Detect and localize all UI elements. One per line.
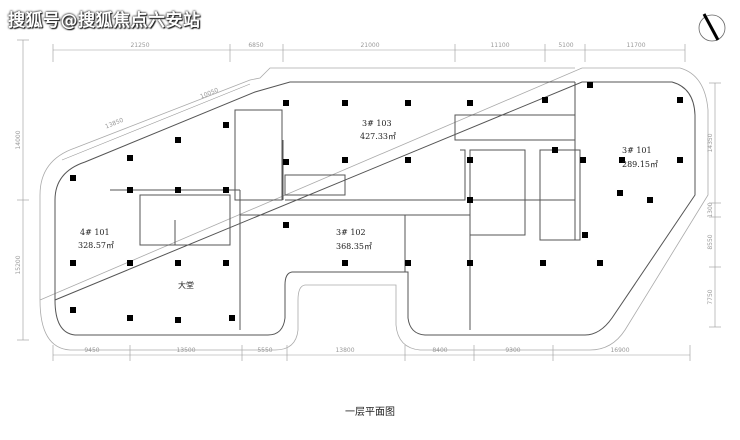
watermark: 搜狐号@搜狐焦点六安站 — [8, 11, 201, 31]
column — [70, 175, 76, 181]
column — [127, 187, 133, 193]
column — [677, 157, 683, 163]
unit-area: 427.33㎡ — [360, 132, 396, 141]
dim-left-1: 14000 — [15, 130, 22, 149]
column — [582, 232, 588, 238]
unit-name: 3# 102 — [336, 228, 366, 237]
dim-top-3: 21000 — [360, 42, 379, 49]
column — [580, 157, 586, 163]
dim-bottom-7: 16900 — [610, 347, 629, 354]
lobby-label: 大堂 — [178, 280, 194, 290]
column — [467, 100, 473, 106]
diagonal-dimensions: 13850 10050 — [61, 83, 251, 161]
unit-area: 289.15㎡ — [622, 160, 658, 169]
unit-4-101: 4# 101 328.57㎡ — [78, 228, 114, 250]
unit-3-101: 3# 101 289.15㎡ — [622, 146, 658, 169]
column — [587, 82, 593, 88]
column — [405, 100, 411, 106]
column — [70, 260, 76, 266]
column — [342, 157, 348, 163]
dim-bottom-4: 13800 — [335, 347, 354, 354]
column — [467, 157, 473, 163]
dimension-lines — [17, 39, 721, 361]
column — [617, 190, 623, 196]
column — [127, 155, 133, 161]
dim-bottom-3: 5550 — [257, 347, 272, 354]
drawing-title: 一层平面图 — [345, 406, 395, 418]
unit-3-103: 3# 103 427.33㎡ — [360, 119, 396, 141]
dim-bottom-5: 8400 — [432, 347, 447, 354]
column — [283, 159, 289, 165]
dim-right-2: 1300 — [707, 202, 714, 217]
column — [467, 197, 473, 203]
column — [70, 307, 76, 313]
left-dimensions: 14000 15200 — [15, 130, 22, 274]
dim-left-2: 15200 — [15, 255, 22, 274]
column — [342, 100, 348, 106]
dim-top-5: 5100 — [558, 42, 573, 49]
column — [540, 260, 546, 266]
column — [619, 157, 625, 163]
unit-name: 3# 103 — [362, 119, 392, 128]
column — [405, 260, 411, 266]
structural-columns — [70, 82, 683, 323]
column — [127, 315, 133, 321]
dim-top-2: 6850 — [248, 42, 263, 49]
column — [542, 97, 548, 103]
column — [677, 97, 683, 103]
column — [223, 187, 229, 193]
column — [283, 222, 289, 228]
column — [175, 137, 181, 143]
unit-area: 328.57㎡ — [78, 241, 114, 250]
column — [175, 317, 181, 323]
dim-top-1: 21250 — [130, 42, 149, 49]
north-arrow-icon — [698, 13, 726, 42]
column — [405, 157, 411, 163]
unit-area: 368.35㎡ — [336, 242, 372, 251]
column — [229, 315, 235, 321]
dim-bottom-1: 9450 — [84, 347, 99, 354]
column — [467, 260, 473, 266]
column — [283, 100, 289, 106]
column — [127, 260, 133, 266]
dim-right-3: 8550 — [707, 234, 714, 249]
column — [175, 187, 181, 193]
dim-right-1: 14350 — [707, 133, 714, 152]
dim-top-4: 11100 — [490, 42, 509, 49]
dim-diag-1: 13850 — [104, 117, 124, 131]
top-dimensions: 21250 6850 21000 11100 5100 11700 — [130, 42, 645, 49]
building-outline — [39, 67, 709, 351]
column — [223, 260, 229, 266]
dim-right-4: 7750 — [707, 289, 714, 304]
dim-bottom-6: 9300 — [505, 347, 520, 354]
dim-top-6: 11700 — [626, 42, 645, 49]
column — [647, 197, 653, 203]
dim-bottom-2: 13500 — [176, 347, 195, 354]
column — [175, 260, 181, 266]
unit-name: 3# 101 — [622, 146, 652, 155]
column — [223, 122, 229, 128]
column — [342, 260, 348, 266]
unit-name: 4# 101 — [80, 228, 110, 237]
unit-3-102: 3# 102 368.35㎡ — [336, 228, 372, 251]
bottom-dimensions: 9450 13500 5550 13800 8400 9300 16900 — [84, 347, 629, 354]
column — [597, 260, 603, 266]
dim-diag-2: 10050 — [199, 87, 219, 101]
right-dimensions: 14350 1300 8550 7750 — [707, 133, 714, 304]
column — [552, 147, 558, 153]
